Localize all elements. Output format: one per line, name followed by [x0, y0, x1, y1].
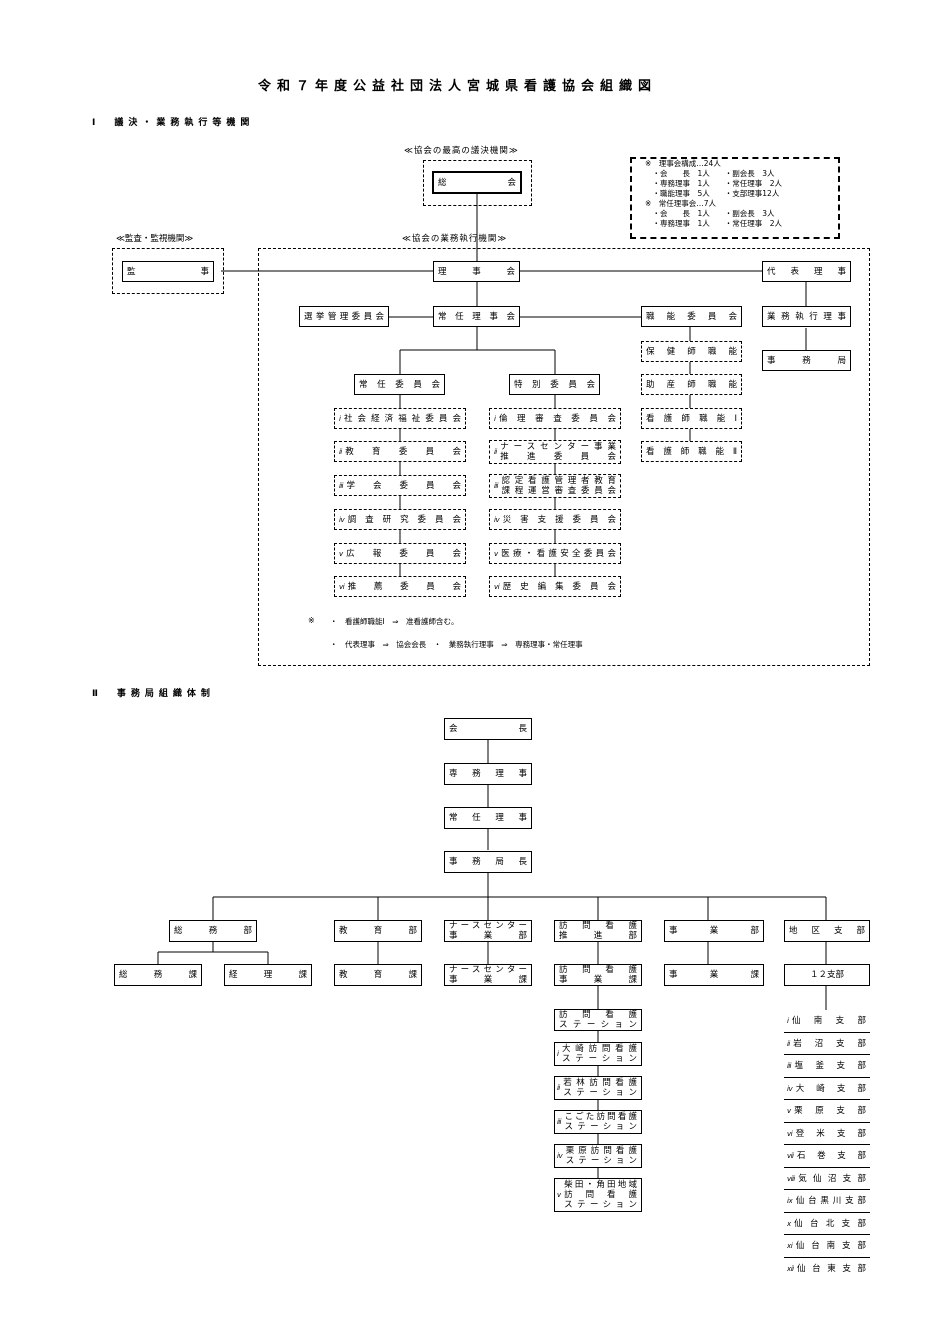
executive-frame — [258, 248, 870, 666]
section-heading-decision-bodies: Ⅰ 議決・業務執行等機関 — [92, 118, 255, 128]
secretariat-box: 事 務 局 — [762, 350, 851, 371]
composition-note-line: ・専務理事 1人 ・常任理事 2人 — [645, 219, 783, 228]
section-box: 事業課 — [664, 964, 764, 986]
office-chain-box: 事務局長 — [444, 851, 532, 873]
section-heading-secretariat: Ⅱ 事務局組織体制 — [92, 689, 215, 699]
executive-body-header: ≪協会の業務執行機関≫ — [402, 234, 508, 244]
section-box: 教育課 — [334, 964, 422, 986]
auditor-box: 監 事 — [122, 261, 214, 282]
general-meeting-frame — [423, 160, 532, 206]
audit-frame — [112, 248, 224, 294]
station-box: 訪問看護ステーション — [554, 1009, 642, 1031]
executive-director-box: 業務執行理事 — [762, 306, 851, 327]
department-box: 総務部 — [169, 920, 257, 942]
special-committees-header: 特別委員会 — [509, 374, 600, 395]
office-chain-box: 会 長 — [444, 718, 532, 740]
decision-body-header: ≪協会の最高の議決機関≫ — [404, 146, 519, 156]
standing-committees-header: 常任委員会 — [354, 374, 445, 395]
section-box: ナースセンター事業課 — [444, 964, 532, 986]
department-box: 地区支部 — [784, 920, 870, 942]
composition-note-line: ※ 理事会構成…24人 — [645, 159, 721, 168]
function-box: 看護師職能Ⅰ — [641, 408, 742, 429]
composition-note-line: ・会 長 1人 ・副会長 3人 — [645, 169, 775, 178]
audit-body-header: ≪監査・監視機関≫ — [116, 234, 194, 244]
composition-note-line: ・会 長 1人 ・副会長 3人 — [645, 209, 775, 218]
composition-note-line: ・職能理事 5人 ・支部理事12人 — [645, 189, 780, 198]
election-committee-box: 選挙管理委員会 — [299, 306, 389, 327]
note-line: ・ 代表理事 ⇒ 協会会長 ・ 業務執行理事 ⇒ 専務理事・常任理事 — [330, 640, 583, 649]
general-meeting-box: 総 会 — [432, 171, 522, 194]
composition-note-line: ・専務理事 1人 ・常任理事 2人 — [645, 179, 783, 188]
function-box: 助産師職能 — [641, 374, 742, 395]
office-chain-box: 常任理事 — [444, 807, 532, 829]
note-line: ・ 看護師職能Ⅰ ⇒ 准看護師含む。 — [330, 617, 459, 626]
composition-note-frame — [630, 157, 840, 239]
composition-note-line: ※ 常任理事会…7人 — [645, 199, 717, 208]
composition-note: ※ 理事会構成…24人 ・会 長 1人 ・副会長 3人 ・専務理事 1人 ・常任… — [645, 159, 782, 229]
page-title: 令和７年度公益社団法人宮城県看護協会組織図 — [258, 79, 658, 94]
function-box: 看護師職能Ⅱ — [641, 441, 742, 462]
department-box: 教育部 — [334, 920, 422, 942]
branches-total-box: １２支部 — [784, 964, 870, 986]
section-box: 総務課 — [114, 964, 202, 986]
section-box: 訪問看護事業課 — [554, 964, 642, 986]
section-box: 経理課 — [224, 964, 312, 986]
department-box: 訪問看護推進部 — [554, 920, 642, 942]
standing-board-box: 常 任 理 事 会 — [433, 306, 520, 327]
representative-director-box: 代 表 理 事 — [762, 261, 851, 282]
functional-committee-box: 職 能 委 員 会 — [641, 306, 742, 327]
notes-mark: ※ — [308, 616, 315, 625]
department-box: ナースセンター事業部 — [444, 920, 532, 942]
function-box: 保健師職能 — [641, 341, 742, 362]
department-box: 事業部 — [664, 920, 764, 942]
office-chain-box: 専務理事 — [444, 763, 532, 785]
board-box: 理 事 会 — [433, 261, 520, 282]
